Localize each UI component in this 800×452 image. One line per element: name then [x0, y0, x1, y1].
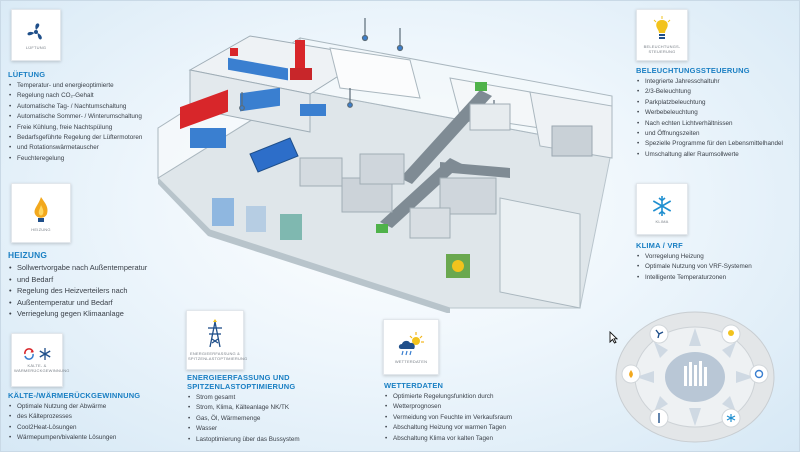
- rooftop-hvac-units: [180, 40, 326, 148]
- mouse-cursor-icon: [609, 331, 618, 344]
- refrigerated-cases: [249, 103, 593, 239]
- dial-arrows: [636, 328, 754, 426]
- heizung-title: HEIZUNG: [8, 250, 48, 260]
- wetter-tile[interactable]: WETTERDATEN: [383, 319, 439, 375]
- system-control-dial[interactable]: [614, 310, 776, 444]
- energie-section: ENERGIEERFASSUNG UND SPITZENLASTOPTIMIER…: [187, 373, 367, 445]
- list-item: Regelung des Heizverteilers nach: [8, 285, 178, 297]
- wetter-section: WETTERDATEN Optimierte Regelungsfunktion…: [384, 381, 584, 444]
- list-item: Sollwertvorgabe nach Außentemperatur: [8, 262, 178, 274]
- heizung-caption: HEIZUNG: [31, 226, 51, 232]
- list-item: Strom, Klima, Kälteanlage NK/TK: [187, 403, 367, 414]
- lueftung-caption: LÜFTUNG: [25, 44, 47, 50]
- snowflake-icon: [39, 348, 51, 360]
- fan-icon: [27, 22, 42, 39]
- list-item: 2/3-Beleuchtung: [636, 87, 798, 98]
- list-item: Automatische Tag- / Nachtumschaltung: [8, 102, 168, 113]
- list-item: Regelung nach CO₂-Gehalt: [8, 91, 168, 102]
- list-item: Intelligente Temperaturzonen: [636, 273, 798, 284]
- beleuchtung-caption: BELEUCHTUNGS-STEUERUNG: [643, 44, 681, 54]
- list-item: Wärmepumpen/bivalente Lösungen: [8, 433, 178, 444]
- green-unit: [475, 82, 487, 91]
- list-item: Abschaltung Klima vor kalten Tagen: [384, 434, 584, 445]
- kaelte-caption: KÄLTE- & WÄRMERÜCKGEWINNUNG: [14, 363, 70, 373]
- list-item: Optimale Nutzung der Abwärme: [8, 402, 178, 413]
- list-item: Strom gesamt: [187, 393, 367, 404]
- store-floor-edge: [158, 178, 450, 313]
- energie-title-line1: ENERGIEERFASSUNG UND: [187, 373, 290, 382]
- list-item: Temperatur- und energieoptimierte: [8, 81, 168, 92]
- snowflake-icon: [652, 195, 672, 216]
- wetter-list: Optimierte Regelungsfunktion durch Wette…: [384, 392, 584, 444]
- office-room: [329, 47, 421, 99]
- klima-title: KLIMA / VRF: [636, 241, 683, 250]
- list-item: Verriegelung gegen Klimaanlage: [8, 308, 178, 320]
- kaelte-title: KÄLTE-/WÄRMERÜCKGEWINNUNG: [8, 391, 141, 400]
- list-item: Umschaltung aller Raumsollwerte: [636, 150, 798, 161]
- energie-tile[interactable]: ENERGIEERFASSUNG & SPITZENLASTOPTIMIERUN…: [186, 310, 248, 370]
- list-item: Feuchteregelung: [8, 154, 168, 165]
- beleuchtung-tile[interactable]: BELEUCHTUNGS-STEUERUNG: [636, 9, 688, 61]
- list-item: Spezielle Programme für den Lebensmittel…: [636, 139, 798, 150]
- heizung-list: Sollwertvorgabe nach Außentemperatur und…: [8, 262, 178, 320]
- beleuchtung-title: BELEUCHTUNGSSTEUERUNG: [636, 66, 750, 75]
- weather-icon: [398, 331, 424, 355]
- beleuchtung-section: BELEUCHTUNGSSTEUERUNG Integrierte Jahres…: [636, 66, 798, 161]
- lueftung-list: Temperatur- und energieoptimierte Regelu…: [8, 81, 168, 165]
- klima-section: KLIMA / VRF Vorregelung Heizung Optimale…: [636, 241, 798, 284]
- list-item: Cool2Heat-Lösungen: [8, 423, 178, 434]
- list-item: und Öffnungszeiten: [636, 129, 798, 140]
- kaelte-tile[interactable]: KÄLTE- & WÄRMERÜCKGEWINNUNG: [11, 333, 70, 387]
- air-ducts: [380, 90, 510, 228]
- kaelte-icons: [22, 347, 52, 361]
- list-item: des Kälteprozesses: [8, 412, 178, 423]
- list-item: Optimale Nutzung von VRF-Systemen: [636, 262, 798, 273]
- wetter-title: WETTERDATEN: [384, 381, 444, 390]
- list-item: und Rotationswärmetauscher: [8, 143, 168, 154]
- list-item: Automatische Sommer- / Winterumschaltung: [8, 112, 168, 123]
- power-tower-icon: [208, 319, 222, 348]
- bulb-icon: [653, 16, 671, 39]
- list-item: Freie Kühlung, freie Nachtspülung: [8, 123, 168, 134]
- klima-caption: KLIMA: [655, 218, 669, 224]
- entrance-area: [499, 197, 581, 309]
- lueftung-section: LÜFTUNG Temperatur- und energieoptimiert…: [8, 70, 168, 165]
- energie-caption: ENERGIEERFASSUNG & SPITZENLASTOPTIMIERUN…: [188, 351, 248, 361]
- dial-cycle-node: [749, 364, 769, 384]
- list-item: Bedarfsgeführte Regelung der Lüftermotor…: [8, 133, 168, 144]
- list-item: Lastoptimierung über das Bussystem: [187, 435, 367, 446]
- lueftung-tile[interactable]: LÜFTUNG: [11, 9, 61, 61]
- klima-tile[interactable]: KLIMA: [636, 183, 688, 235]
- front-wall-panels: [212, 198, 302, 240]
- kaelte-list: Optimale Nutzung der Abwärme des Kältepr…: [8, 402, 178, 444]
- energie-title-line2: SPITZENLASTOPTIMIERUNG: [187, 382, 296, 391]
- green-unit: [376, 224, 388, 233]
- list-item: Wasser: [187, 424, 367, 435]
- list-item: Vorregelung Heizung: [636, 252, 798, 263]
- klima-list: Vorregelung Heizung Optimale Nutzung von…: [636, 252, 798, 284]
- list-item: Optimierte Regelungsfunktion durch: [384, 392, 584, 403]
- list-item: Gas, Öl, Wärmemenge: [187, 414, 367, 425]
- list-item: Wetterprognosen: [384, 402, 584, 413]
- beleuchtung-list: Integrierte Jahresschaltuhr 2/3-Beleucht…: [636, 77, 798, 161]
- lueftung-title: LÜFTUNG: [8, 70, 46, 79]
- heizung-section: HEIZUNG Sollwertvorgabe nach Außentemper…: [8, 251, 178, 320]
- energie-list: Strom gesamt Strom, Klima, Kälteanlage N…: [187, 393, 367, 445]
- list-item: Nach echten Lichtverhältnissen: [636, 119, 798, 130]
- list-item: und Bedarf: [8, 274, 178, 286]
- list-item: Parkplatzbeleuchtung: [636, 98, 798, 109]
- store-floorplan-illustration: [157, 18, 613, 313]
- list-item: Außentemperatur und Bedarf: [8, 297, 178, 309]
- cycle-arrows-icon: [24, 348, 34, 360]
- flame-icon: [34, 196, 48, 222]
- kaelte-section: KÄLTE-/WÄRMERÜCKGEWINNUNG Optimale Nutzu…: [8, 391, 178, 444]
- list-item: Abschaltung Heizung vor warmen Tagen: [384, 423, 584, 434]
- heizung-tile[interactable]: HEIZUNG: [11, 183, 71, 243]
- list-item: Integrierte Jahresschaltuhr: [636, 77, 798, 88]
- list-item: Werbebeleuchtung: [636, 108, 798, 119]
- list-item: Vermeidung von Feuchte im Verkaufsraum: [384, 413, 584, 424]
- wetter-caption: WETTERDATEN: [394, 358, 428, 364]
